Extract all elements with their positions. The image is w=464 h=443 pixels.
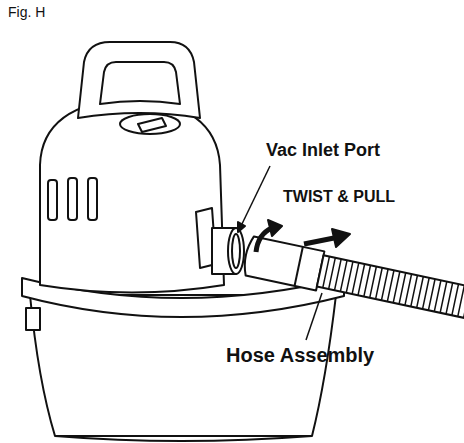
leader-line — [241, 166, 270, 226]
twist-arrowhead — [268, 220, 282, 236]
part-label: Hose Assembly — [226, 344, 374, 367]
pull-arrow — [304, 238, 334, 244]
handle — [78, 42, 200, 118]
switch — [138, 118, 166, 132]
inlet-opening — [228, 228, 244, 274]
pull-arrowhead — [332, 229, 350, 247]
hose-ribs — [323, 257, 464, 319]
vent — [68, 178, 77, 220]
inlet-bore — [232, 234, 240, 268]
cuff-ring — [295, 247, 303, 286]
hose — [317, 255, 464, 322]
part-label: Vac Inlet Port — [266, 140, 380, 161]
figure-title: Fig. H — [8, 4, 45, 20]
action-label: TWIST & PULL — [283, 188, 395, 206]
twist-arrow — [256, 228, 272, 252]
leader-arrowhead — [238, 222, 245, 232]
motor-head — [40, 98, 224, 293]
drum-bottom — [55, 436, 312, 441]
drum-tab — [26, 308, 40, 330]
switch-base — [120, 114, 180, 134]
handle-opening — [100, 62, 180, 104]
leader-line — [306, 293, 322, 340]
vent — [88, 178, 97, 220]
vent — [48, 180, 57, 220]
